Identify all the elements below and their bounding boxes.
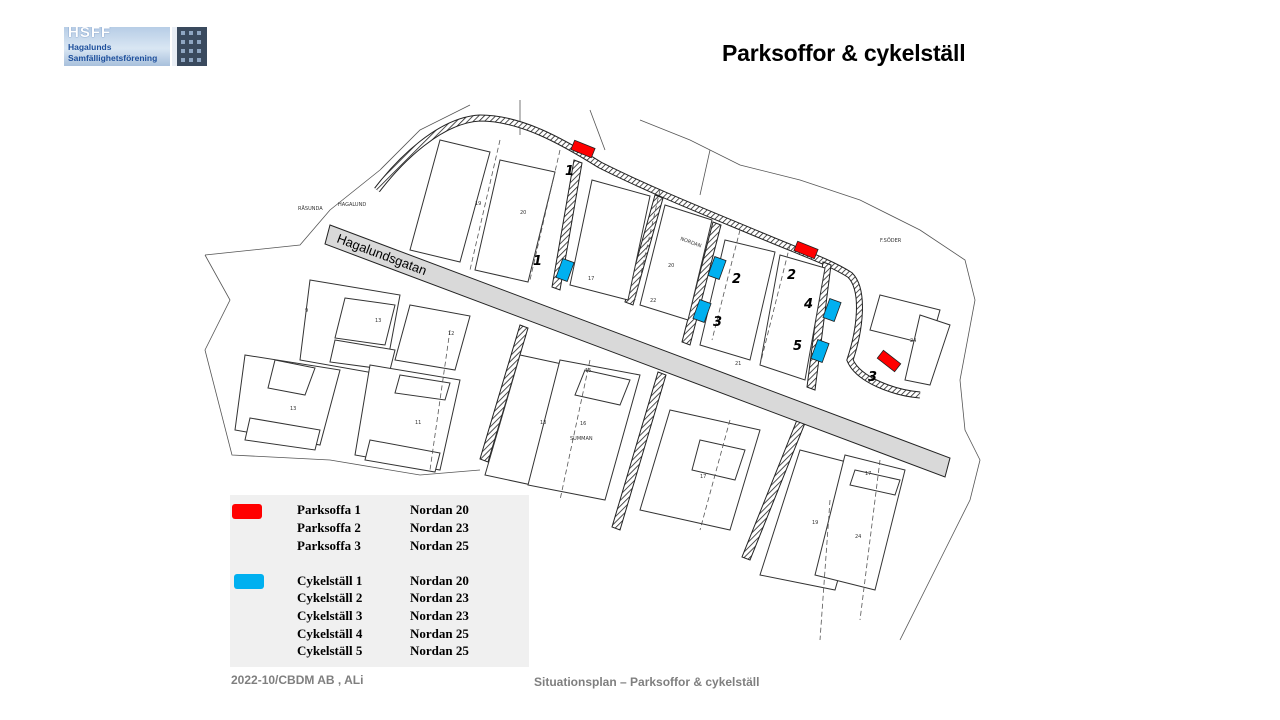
- bike-rack-2-label: 2: [732, 272, 741, 287]
- svg-text:20: 20: [520, 210, 526, 216]
- svg-text:13: 13: [290, 406, 296, 412]
- legend-bench-1-name: Parksoffa 1: [297, 502, 361, 517]
- bike-rack-2-marker: [707, 256, 727, 280]
- bike-rack-labels: 1 2 3 4 5: [533, 254, 813, 354]
- cross-paths: [479, 159, 832, 561]
- svg-text:19: 19: [812, 520, 818, 526]
- svg-text:15: 15: [585, 368, 591, 374]
- page-title: Parksoffor & cykelställ: [722, 40, 966, 66]
- bike-rack-3-marker: [692, 299, 712, 323]
- svg-text:13: 13: [375, 318, 381, 324]
- svg-text:11: 11: [415, 420, 421, 426]
- bench-3-label: 3: [868, 370, 877, 385]
- svg-text:16: 16: [580, 421, 586, 427]
- bike-rack-5-marker: [810, 339, 830, 363]
- bench-2-marker: [793, 240, 819, 260]
- svg-text:24: 24: [910, 338, 916, 344]
- bench-labels: 1 2 3: [565, 164, 877, 385]
- svg-text:22: 22: [650, 298, 656, 304]
- legend-bike-rack-1-location: Nordan 20: [410, 573, 469, 588]
- legend-bench-2-name: Parksoffa 2: [297, 520, 361, 535]
- bench-1-marker: [570, 139, 596, 159]
- svg-text:13: 13: [540, 420, 546, 426]
- svg-text:HAGALUND: HAGALUND: [338, 202, 366, 208]
- svg-text:F.SÖDER: F.SÖDER: [880, 237, 902, 244]
- logo-badge: HSFF Hagalunds Samfällighetsförening: [64, 27, 170, 66]
- bike-rack-5-label: 5: [793, 339, 802, 354]
- legend-bike-rack-2-name: Cykelställ 2: [297, 590, 363, 605]
- logo-line-2: Samfällighetsförening: [68, 53, 158, 63]
- bike-rack-1-label: 1: [533, 254, 542, 269]
- property-lines: [429, 139, 881, 641]
- bike-rack-legend-swatch: [234, 574, 264, 589]
- logo-abbreviation: HSFF: [68, 27, 112, 41]
- legend-bench-3-location: Nordan 25: [410, 538, 469, 553]
- svg-text:RÅSUNDA: RÅSUNDA: [298, 205, 323, 212]
- bike-rack-3-label: 3: [713, 315, 722, 330]
- svg-text:17: 17: [588, 276, 594, 282]
- svg-text:17: 17: [865, 471, 871, 477]
- building-icon: [172, 27, 207, 66]
- svg-text:24: 24: [855, 534, 861, 540]
- bench-3-marker: [876, 349, 902, 373]
- site-plan-map: Hagalundsgatan RÅSUNDA HAGALUND NORDAN S…: [204, 100, 981, 641]
- bike-rack-4-label: 4: [803, 297, 813, 312]
- legend-bike-rack-1-name: Cykelställ 1: [297, 573, 363, 588]
- legend-bike-rack-4-name: Cykelställ 4: [297, 626, 363, 641]
- bench-2-label: 2: [787, 268, 796, 283]
- svg-text:19: 19: [475, 201, 481, 207]
- legend-bench-1-location: Nordan 20: [410, 502, 469, 517]
- bike-rack-1-marker: [555, 258, 575, 282]
- svg-text:21: 21: [735, 361, 741, 367]
- footer-caption: Situationsplan – Parksoffor & cykelställ: [534, 675, 760, 689]
- svg-text:SUMMAN: SUMMAN: [570, 436, 593, 442]
- legend-bike-rack-5-location: Nordan 25: [410, 643, 469, 658]
- map-legend: Parksoffa 1 Nordan 20 Parksoffa 2 Nordan…: [230, 495, 529, 667]
- bench-legend-swatch: [232, 504, 262, 519]
- legend-bike-rack-2-location: Nordan 23: [410, 590, 469, 605]
- svg-text:12: 12: [448, 331, 454, 337]
- hagalundsgatan-street: [324, 224, 951, 478]
- legend-bench-3-name: Parksoffa 3: [297, 538, 361, 553]
- parcel-numbers: 19 20 17 20 22 21 24 13 13 11 13 15 16 1…: [290, 201, 916, 540]
- legend-bike-rack-5-name: Cykelställ 5: [297, 643, 363, 658]
- legend-bike-rack-3-location: Nordan 23: [410, 608, 469, 623]
- svg-text:17: 17: [700, 474, 706, 480]
- svg-text:20: 20: [668, 263, 674, 269]
- hsff-logo: HSFF Hagalunds Samfällighetsförening: [64, 27, 207, 66]
- logo-line-1: Hagalunds: [68, 42, 112, 52]
- legend-bike-rack-3-name: Cykelställ 3: [297, 608, 363, 623]
- svg-text:9: 9: [305, 308, 308, 314]
- legend-bike-rack-4-location: Nordan 25: [410, 626, 469, 641]
- bench-markers: [570, 139, 902, 373]
- bike-rack-4-marker: [822, 298, 842, 322]
- footer-credit: 2022-10/CBDM AB , ALi: [231, 673, 364, 687]
- legend-bench-2-location: Nordan 23: [410, 520, 469, 535]
- plan-boundary: [204, 100, 981, 641]
- building-footprints: [234, 139, 951, 591]
- bench-1-label: 1: [565, 164, 574, 179]
- bike-rack-markers: [555, 256, 842, 363]
